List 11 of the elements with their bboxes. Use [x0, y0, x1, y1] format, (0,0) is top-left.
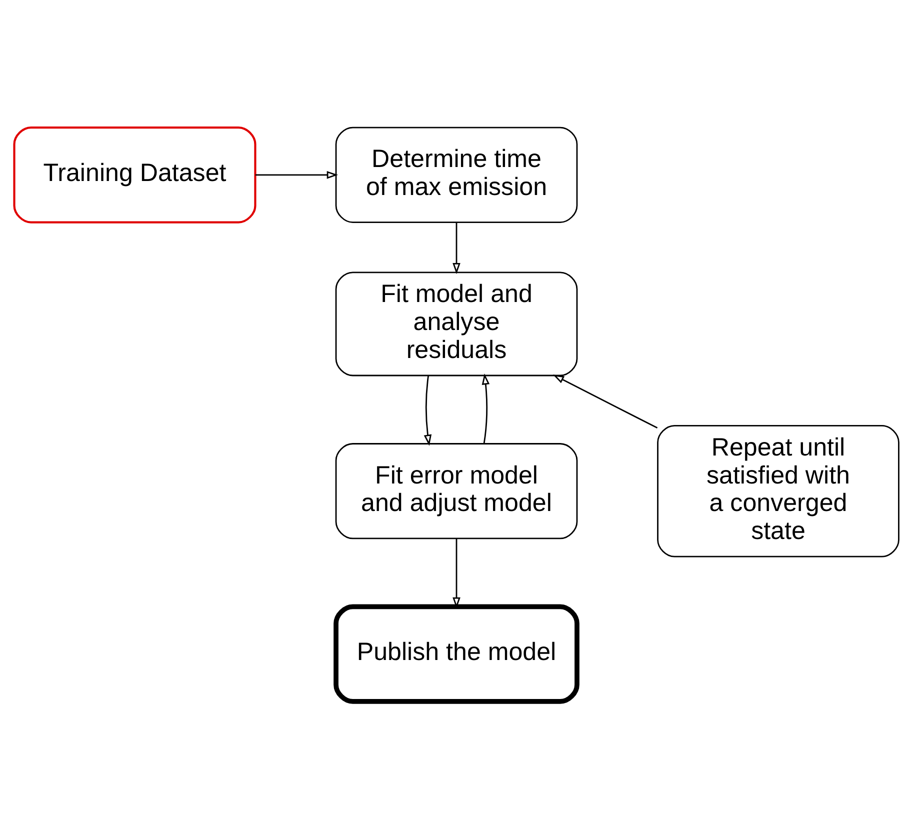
arrow [452, 222, 460, 274]
node-box: Fit model and analyse residuals [335, 271, 578, 376]
node-box: Publish the model [334, 604, 580, 704]
node-box: Repeat until satisfied with a converged state [657, 424, 900, 557]
node-box: Determine time of max emission [335, 126, 578, 222]
arrow [552, 374, 658, 428]
arrow [424, 374, 432, 446]
arrow [482, 372, 490, 444]
arrow [255, 170, 338, 178]
node-box: Fit error model and adjust model [335, 442, 578, 539]
node-box: Training Dataset [13, 126, 256, 223]
